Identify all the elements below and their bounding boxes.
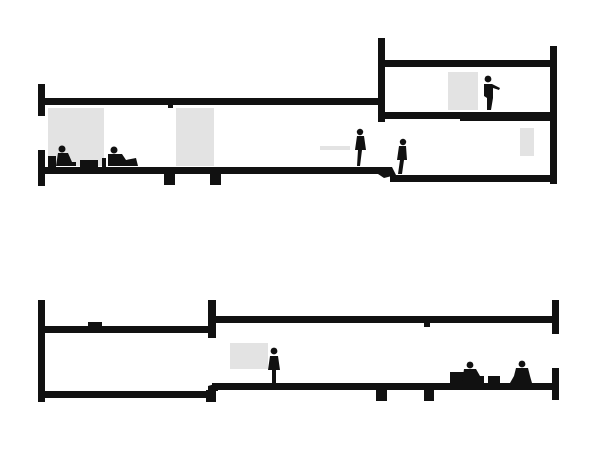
lower-left-floor-slab [38,391,216,398]
upper-person-2-icon [397,138,407,174]
section-lower [38,300,559,402]
upper-right-end-wall-top [550,46,557,122]
upper-floor-slab [38,167,388,174]
lower-right-roof-notch [424,322,430,327]
lower-left-end-wall [38,300,45,402]
lower-floor-footing-1 [376,388,387,401]
upper-floor-footing-2 [210,172,221,185]
lower-floor-footing-2 [424,388,434,401]
upper-seated-group-icon [48,145,138,168]
upper-glazing-panel-2 [176,108,214,166]
lower-right-floor-slab [212,383,559,390]
lower-left-roof-slab [38,326,216,333]
upper-person-3-icon [484,75,500,110]
upper-roof-slab [38,98,378,105]
upper-glazing-panel-1 [48,108,104,166]
section-upper [38,38,557,186]
lower-seated-group-icon [450,360,532,383]
upper-mezzanine-slab [385,112,557,119]
lower-left-roof-step [88,322,102,327]
lower-right-end-wall-top [552,300,559,334]
upper-roof-notch [168,104,173,108]
lower-floor-footing-left [206,390,216,402]
upper-right-volume-wall [378,38,385,122]
upper-right-glazing-low [520,128,534,156]
lower-person-icon [268,347,280,383]
upper-floor-footing-1 [164,172,175,185]
upper-right-volume-roof [378,60,556,67]
lower-right-roof-slab [208,316,558,323]
upper-person-1-icon [355,128,366,166]
upper-glazing-strip [320,146,350,150]
upper-right-floor-slab [390,175,557,182]
upper-right-glazing-high [448,72,478,110]
upper-right-end-wall-bottom [550,122,557,184]
lower-glazing-panel [230,343,268,369]
upper-mezzanine-soffit [460,118,557,121]
